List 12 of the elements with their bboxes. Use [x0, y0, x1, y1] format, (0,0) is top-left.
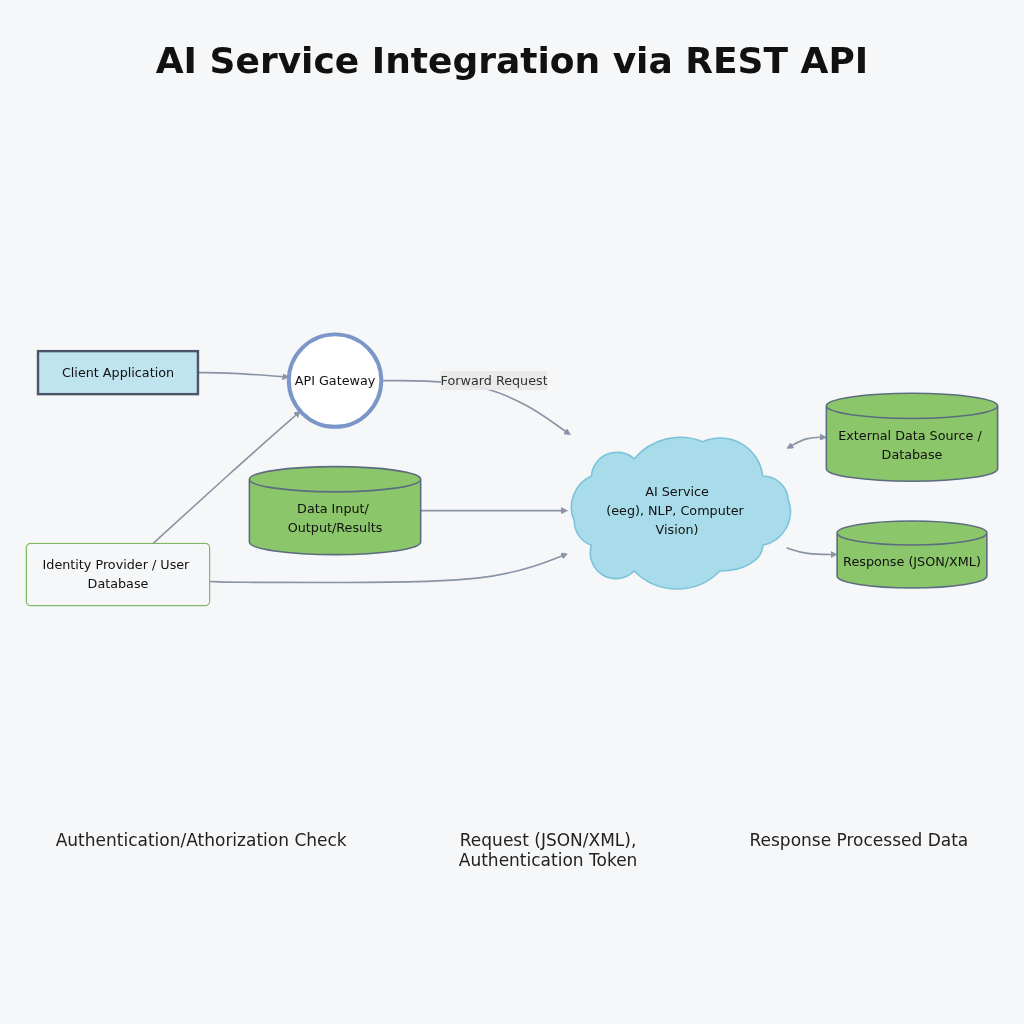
- diagram-title: AI Service Integration via REST API: [154, 40, 870, 81]
- arrow: [151, 410, 301, 545]
- arrow: [209, 552, 568, 584]
- note-text: Request (JSON/XML), Authentication Token: [457, 830, 639, 870]
- arrow: [786, 433, 827, 449]
- edge-label: Forward Request: [440, 372, 548, 388]
- node-box: Client Application: [36, 349, 200, 396]
- note-text: Response Processed Data: [749, 830, 969, 852]
- note-text: Authentication/Athorization Check: [55, 830, 347, 852]
- node-circle: API Gateway: [286, 332, 384, 429]
- arrow: [419, 507, 568, 515]
- arrow: [785, 547, 838, 559]
